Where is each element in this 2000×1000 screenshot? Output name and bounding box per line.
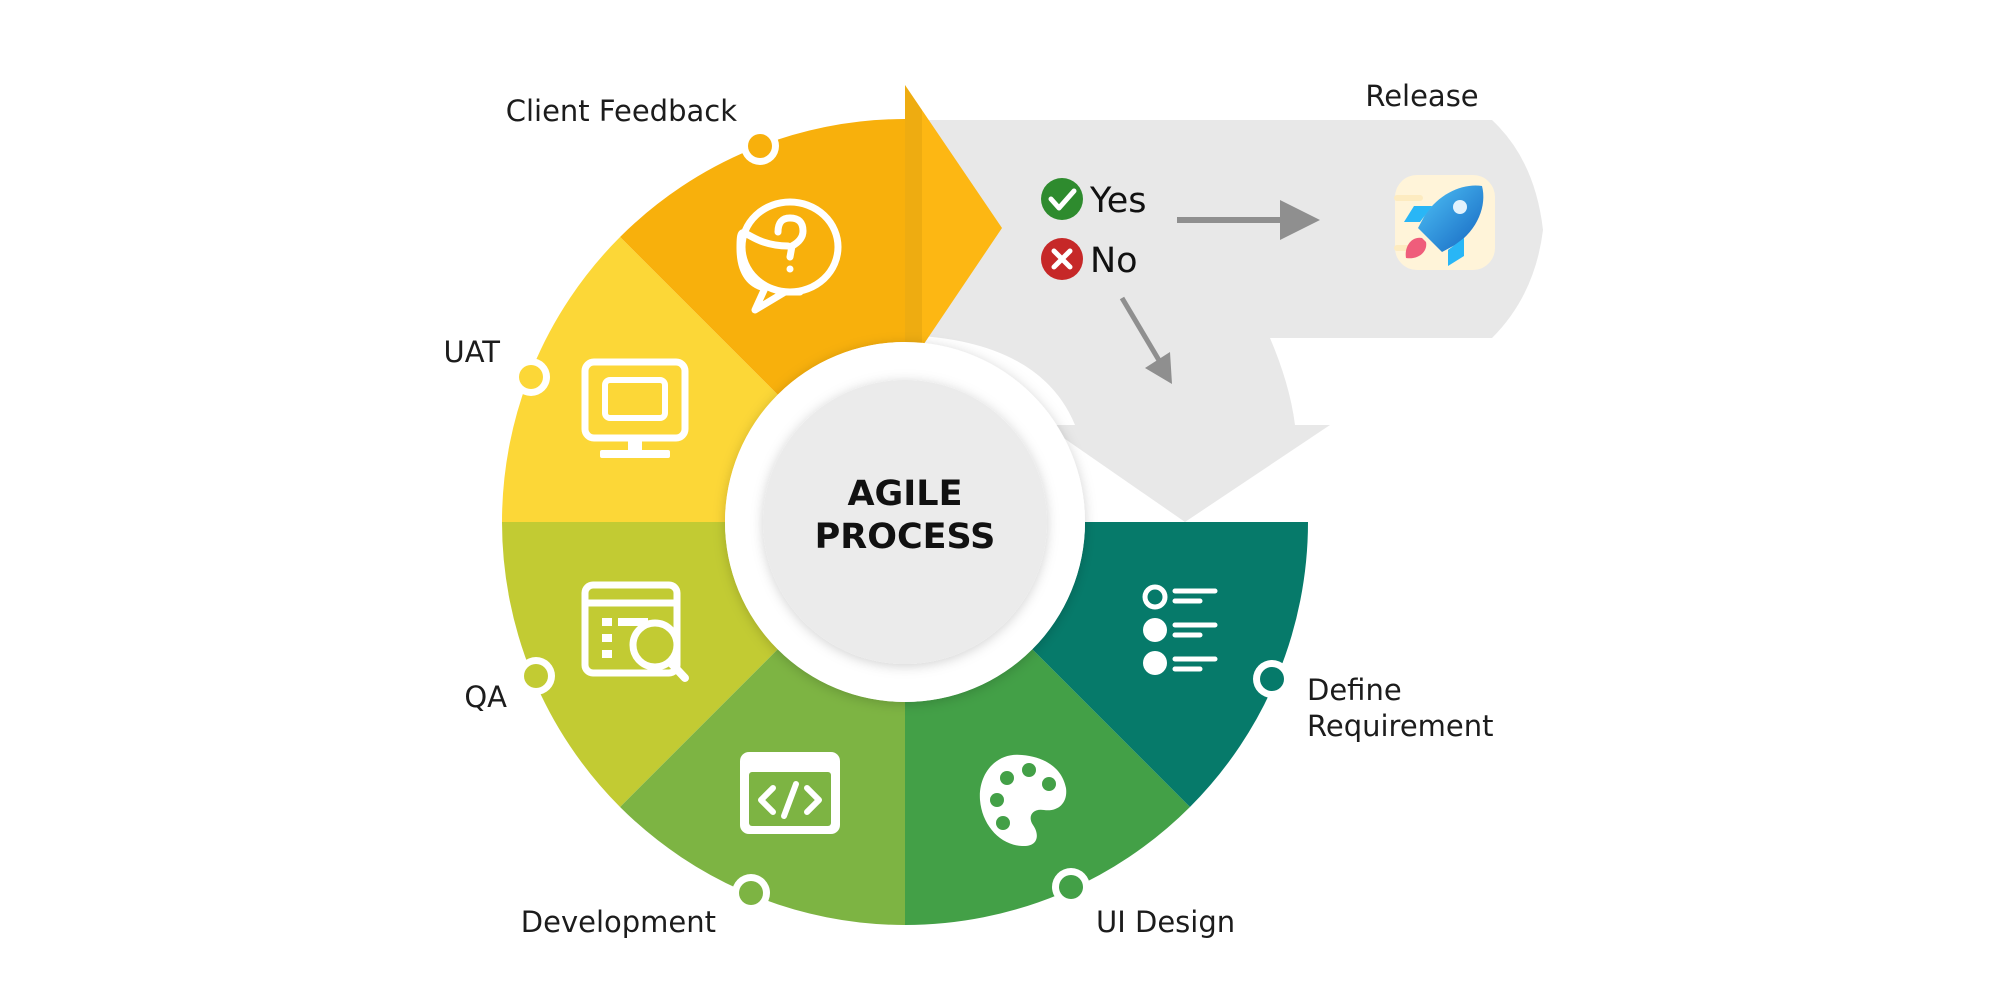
marker-qa-fill (524, 664, 548, 688)
marker-uat-fill (519, 365, 543, 389)
yes-arrow (1177, 200, 1320, 240)
ring-markers (512, 127, 1291, 912)
label-uat: UAT (443, 335, 500, 369)
rocket-icon (1394, 175, 1495, 270)
segment-client-feedback (620, 118, 905, 395)
marker-client-feedback-fill (748, 134, 772, 158)
marker-ui-design-fill (1059, 875, 1083, 899)
no-cross-icon (1041, 238, 1083, 280)
monitor-icon (581, 358, 689, 458)
center-disc (763, 380, 1047, 664)
code-window-icon (740, 752, 840, 834)
checklist-icon (1142, 584, 1218, 675)
label-qa: QA (464, 680, 507, 714)
marker-development-fill (739, 881, 763, 905)
search-document-icon (581, 581, 689, 682)
no-arrow (1119, 296, 1172, 384)
yes-check-icon (1041, 178, 1083, 220)
flow-band (905, 120, 1543, 522)
label-client-feedback: Client Feedback (506, 94, 737, 128)
palette-icon (979, 754, 1067, 847)
cycle-arrowhead (905, 85, 1002, 372)
label-define-requirement-line2: Requirement (1307, 709, 1494, 743)
question-bubble-icon (736, 198, 842, 314)
cycle-arrowhead-shade (905, 85, 922, 372)
marker-define-requirement-fill (1260, 667, 1284, 691)
label-release: Release (1365, 79, 1478, 113)
label-define-requirement-line1: Define (1307, 673, 1402, 707)
label-development: Development (521, 905, 716, 939)
segment-define-requirement (1032, 522, 1308, 807)
label-no: No (1090, 241, 1138, 281)
label-yes: Yes (1089, 181, 1147, 221)
center-title-line1: AGILE (847, 474, 962, 514)
label-ui-design: UI Design (1096, 905, 1235, 939)
center-title-line2: PROCESS (815, 517, 996, 557)
